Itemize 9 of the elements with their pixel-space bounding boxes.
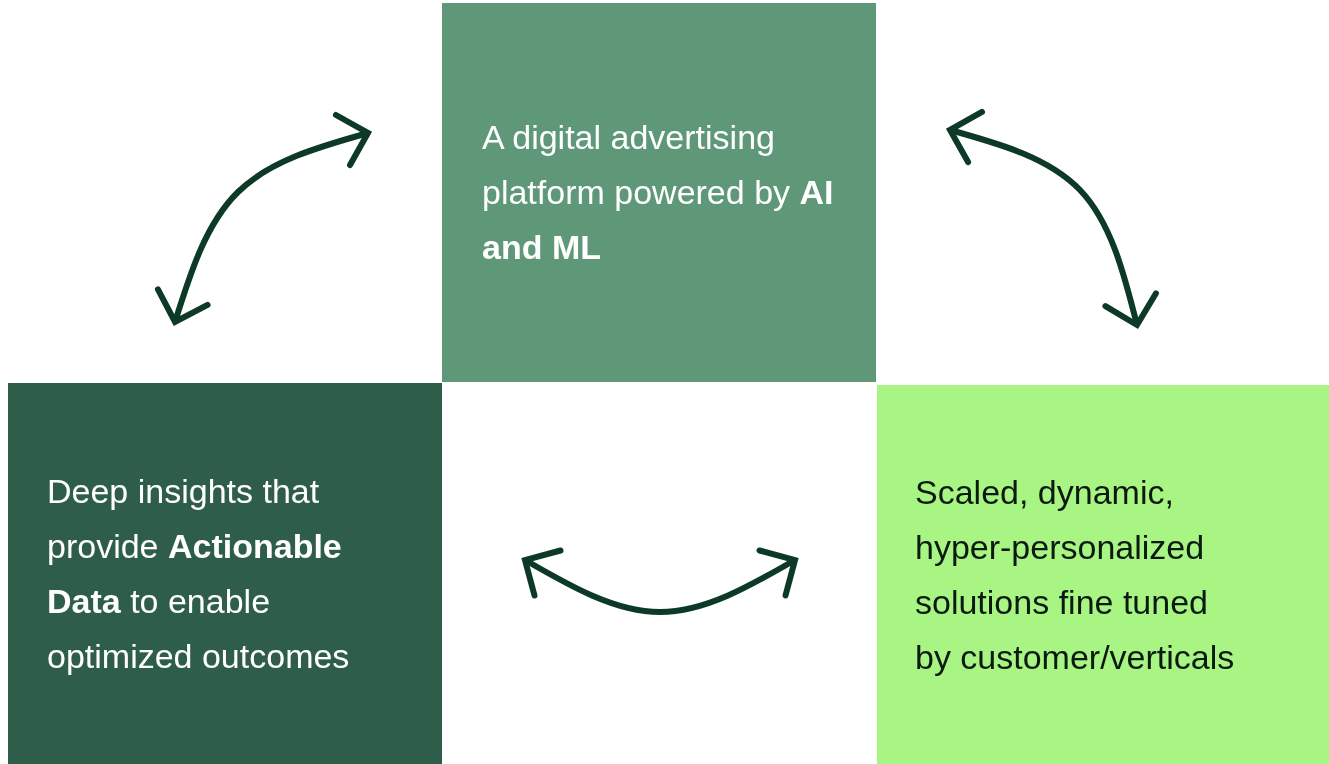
double-arrow xyxy=(947,108,1159,328)
panel-text: Scaled, dynamic, hyper-personalized solutions fine tuned by customer/verticals xyxy=(915,471,1236,678)
panel-text: A digital advertising platform powered by AI and ML xyxy=(482,117,835,268)
double-arrow xyxy=(522,547,798,615)
double-arrow xyxy=(155,112,371,325)
panel-text: Deep insights that provide Actionable Data to enable optimized outcomes xyxy=(47,470,351,677)
text-panel xyxy=(8,383,442,764)
text-panel xyxy=(442,3,876,382)
text-panel xyxy=(877,385,1329,764)
